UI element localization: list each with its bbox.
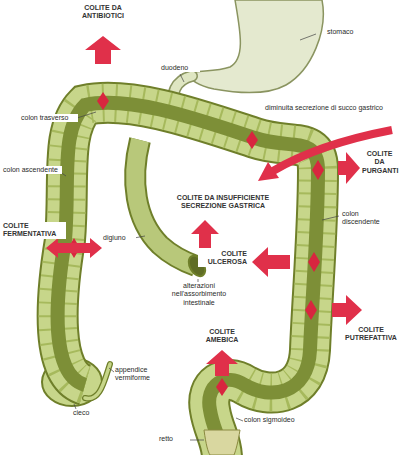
part-label: digiuno [102,234,136,242]
leader-line [180,74,184,82]
condition-label: COLITE PUTREFATTIVA [344,326,398,343]
leader-line [300,34,316,40]
red-arrow [191,220,219,248]
stomach-shape [188,0,323,93]
leader-line [77,112,96,118]
condition-label: COLITE DA ANTIBIOTICI [74,4,132,21]
leader-line [190,440,204,441]
lesion-diamond [305,300,317,320]
condition-label: COLITE DA INSUFFICIENTE SECREZIONE GASTR… [156,194,290,211]
lesion-diamond [246,131,258,149]
lesion-diamond [308,252,320,272]
part-label: stomaco [326,28,376,36]
part-label: appendice vermiforme [114,366,184,383]
part-label: retto [158,435,190,443]
part-label: colon trasverso [20,114,78,122]
part-label: cieco [72,409,102,417]
part-label: diminuita secrezione di succo gastrico [262,104,386,112]
leader-line [322,216,339,220]
part-label: alterazioni nell'assorbimento intestinal… [156,282,242,307]
red-arrow [338,152,360,184]
colon-lumen [58,103,318,455]
lesion-diamond [216,378,228,396]
condition-label: COLITE ULCEROSA [198,250,248,267]
condition-label: COLITE AMEBICA [192,328,252,345]
lesion-diamond [97,92,109,110]
red-arrow [252,247,290,277]
part-label: colon sigmoideo [243,416,305,424]
lesion-diamond [312,160,324,180]
red-double-arrow [46,238,102,258]
part-label: duodeno [160,64,200,72]
condition-label: COLITE DA PURGANTI [361,150,398,175]
part-label: colon ascendente [2,166,62,174]
red-arrow [206,350,238,376]
part-label: colon discendente [341,210,396,227]
colon-outline [58,103,318,455]
red-curved-arrow-head [258,162,279,181]
leader-line [236,418,243,421]
condition-label: COLITE FERMENTATIVA [2,222,66,239]
red-arrow [85,36,121,64]
colon-wall [58,103,318,455]
red-arrow [332,295,362,325]
rectum-fill [204,430,240,455]
